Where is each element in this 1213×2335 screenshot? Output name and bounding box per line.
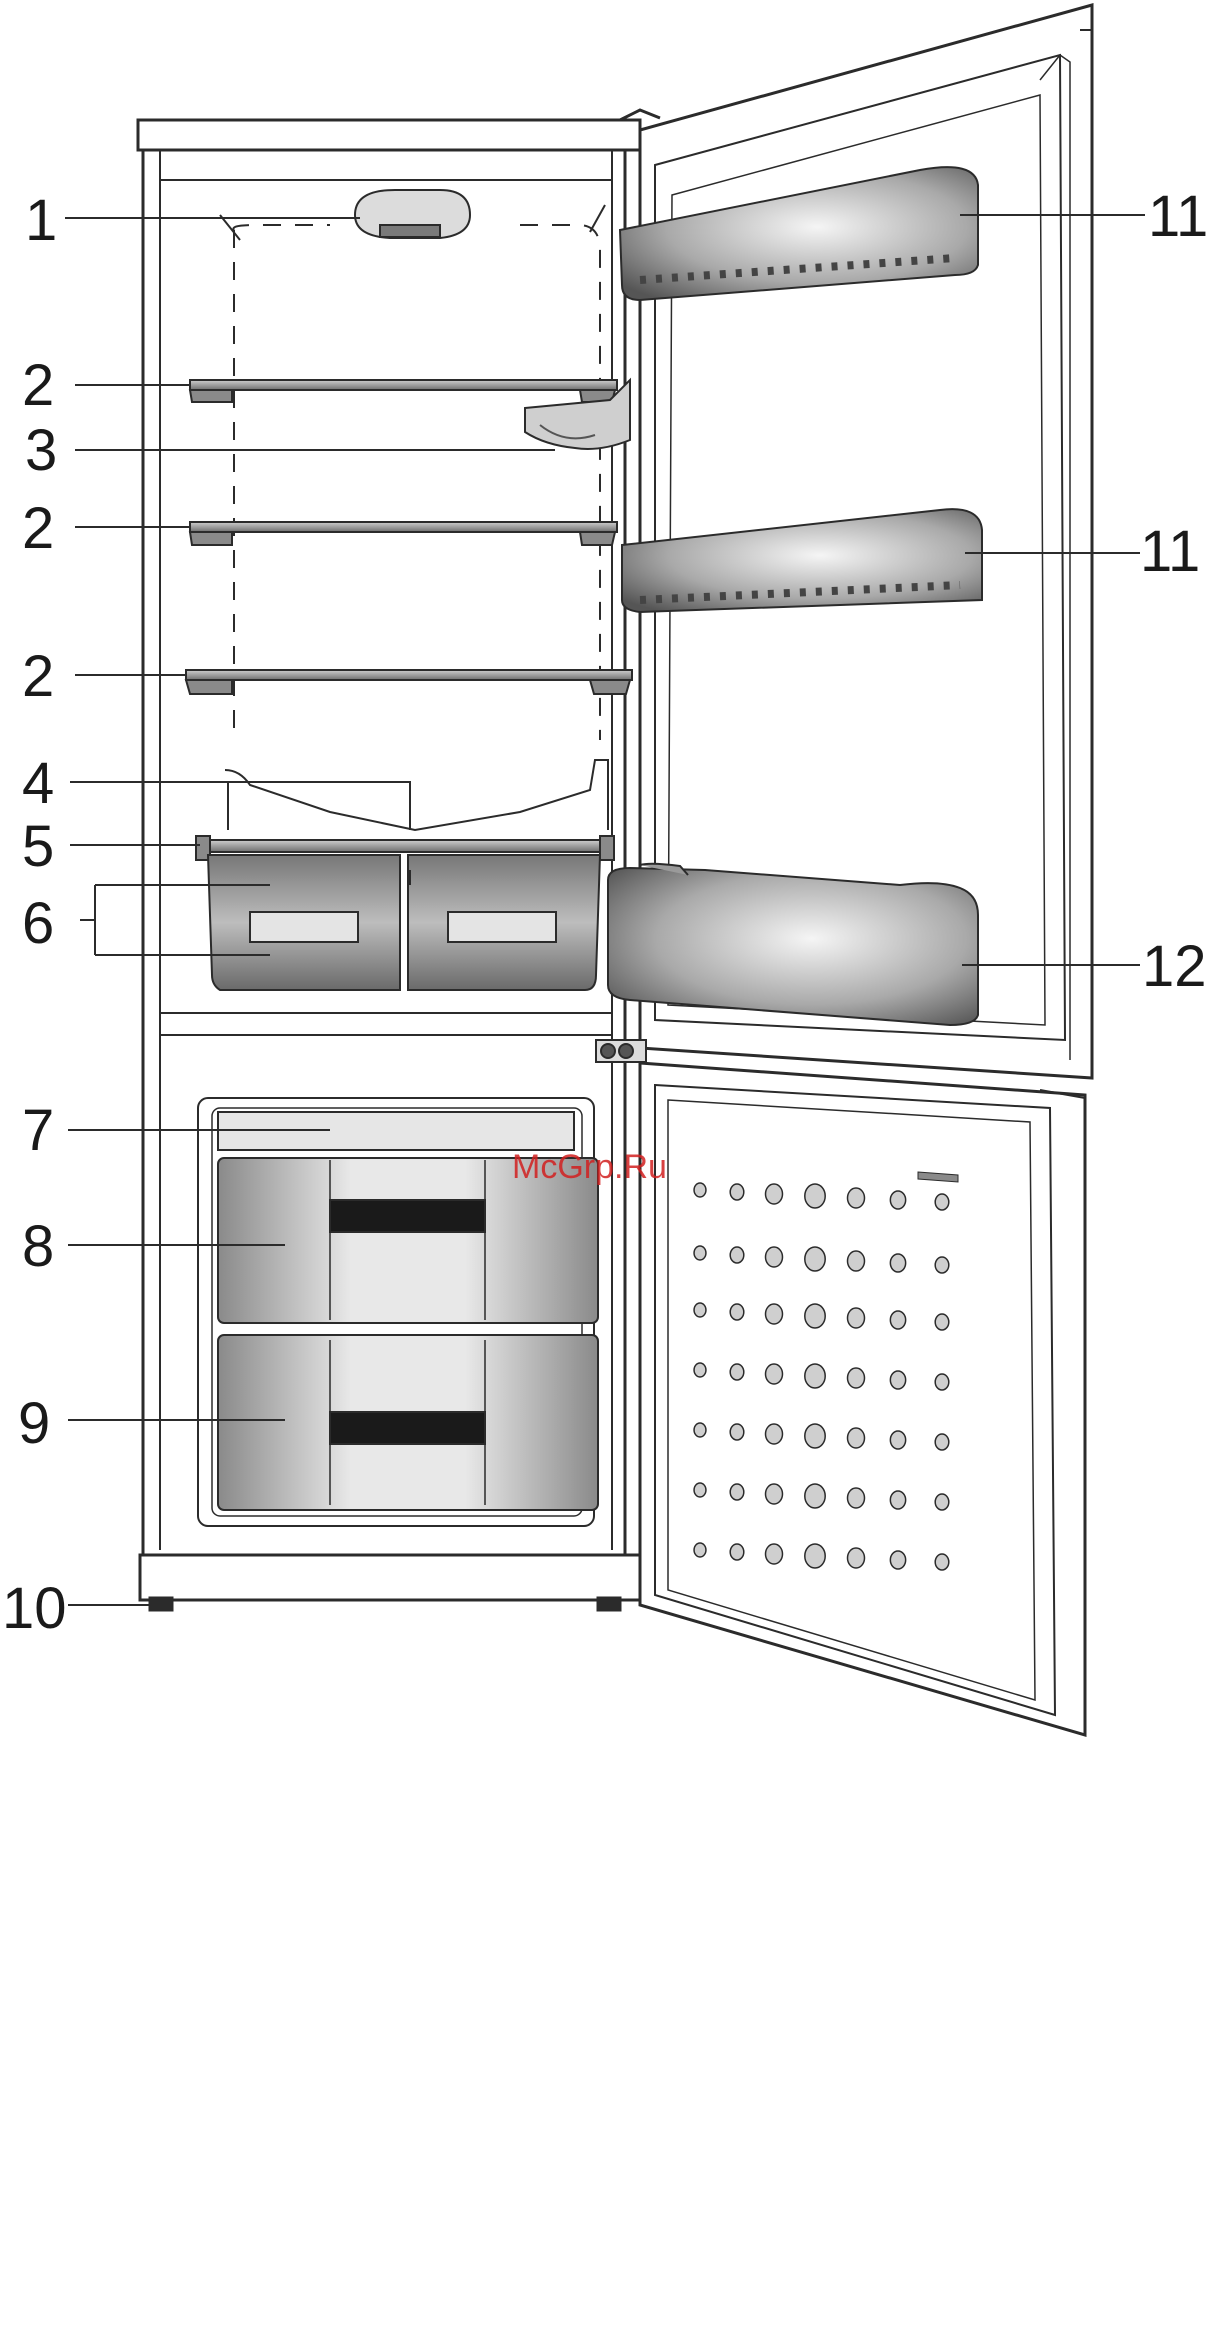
glass-shelf-3 [186,670,632,694]
dimple [694,1483,706,1497]
dimple [730,1247,744,1263]
dimple [848,1308,865,1328]
dimple [935,1554,949,1570]
callout-6: 6 [22,895,54,953]
dimple [694,1423,706,1437]
dimple [890,1191,905,1209]
dimple [935,1257,949,1273]
dimple [766,1247,783,1267]
glass-shelf-1 [190,380,617,402]
dimple [766,1184,783,1204]
callout-7: 7 [22,1102,54,1160]
freezer-door [640,1063,1085,1735]
dimple [805,1484,825,1508]
dimple [694,1303,706,1317]
dimple [730,1544,744,1560]
dimple [848,1188,865,1208]
callout-2-bottom: 2 [22,648,54,706]
dimple [890,1491,905,1509]
thermostat-knob [596,1040,646,1062]
dimple [935,1374,949,1390]
dimple [694,1246,706,1260]
callout-2-middle: 2 [22,500,54,558]
callout-5: 5 [22,818,54,876]
dimple [730,1304,744,1320]
callout-12: 12 [1142,938,1207,996]
dimple [766,1424,783,1444]
dimple [890,1311,905,1329]
dimple [766,1304,783,1324]
dimple [766,1484,783,1504]
dimple [935,1194,949,1210]
dimple [766,1544,783,1564]
callout-11-middle: 11 [1140,523,1200,581]
dimple [694,1543,706,1557]
dimple [805,1247,825,1271]
glass-shelf-2 [190,522,617,545]
dimple [935,1314,949,1330]
dimple [694,1183,706,1197]
dimple [805,1184,825,1208]
dimple [848,1368,865,1388]
dimple [848,1488,865,1508]
callout-10: 10 [2,1580,67,1638]
dimple [935,1434,949,1450]
dimple [805,1304,825,1328]
dimple [805,1544,825,1568]
dimple [694,1363,706,1377]
dimple [848,1548,865,1568]
callout-1: 1 [25,192,57,250]
callout-8: 8 [22,1218,54,1276]
callout-9: 9 [18,1395,50,1453]
dimple [848,1251,865,1271]
callout-3: 3 [25,422,57,480]
crisper-cover [196,760,614,860]
dimple [890,1371,905,1389]
dimple [730,1424,744,1440]
dimple [848,1428,865,1448]
dimple [890,1254,905,1272]
dimple [805,1424,825,1448]
dimple [805,1364,825,1388]
callout-11-top: 11 [1148,188,1208,246]
dimple [730,1364,744,1380]
dimple [890,1551,905,1569]
dimple [935,1494,949,1510]
dimple [730,1184,744,1200]
dimple [766,1364,783,1384]
callout-4: 4 [22,755,54,813]
watermark-text: McGrp.Ru [512,1148,667,1187]
callout-2-top: 2 [22,357,54,415]
bottle-shelf [608,864,978,1025]
dimple [890,1431,905,1449]
crisper-bins [208,855,600,990]
interior-lamp [355,190,470,238]
dimple [730,1484,744,1500]
